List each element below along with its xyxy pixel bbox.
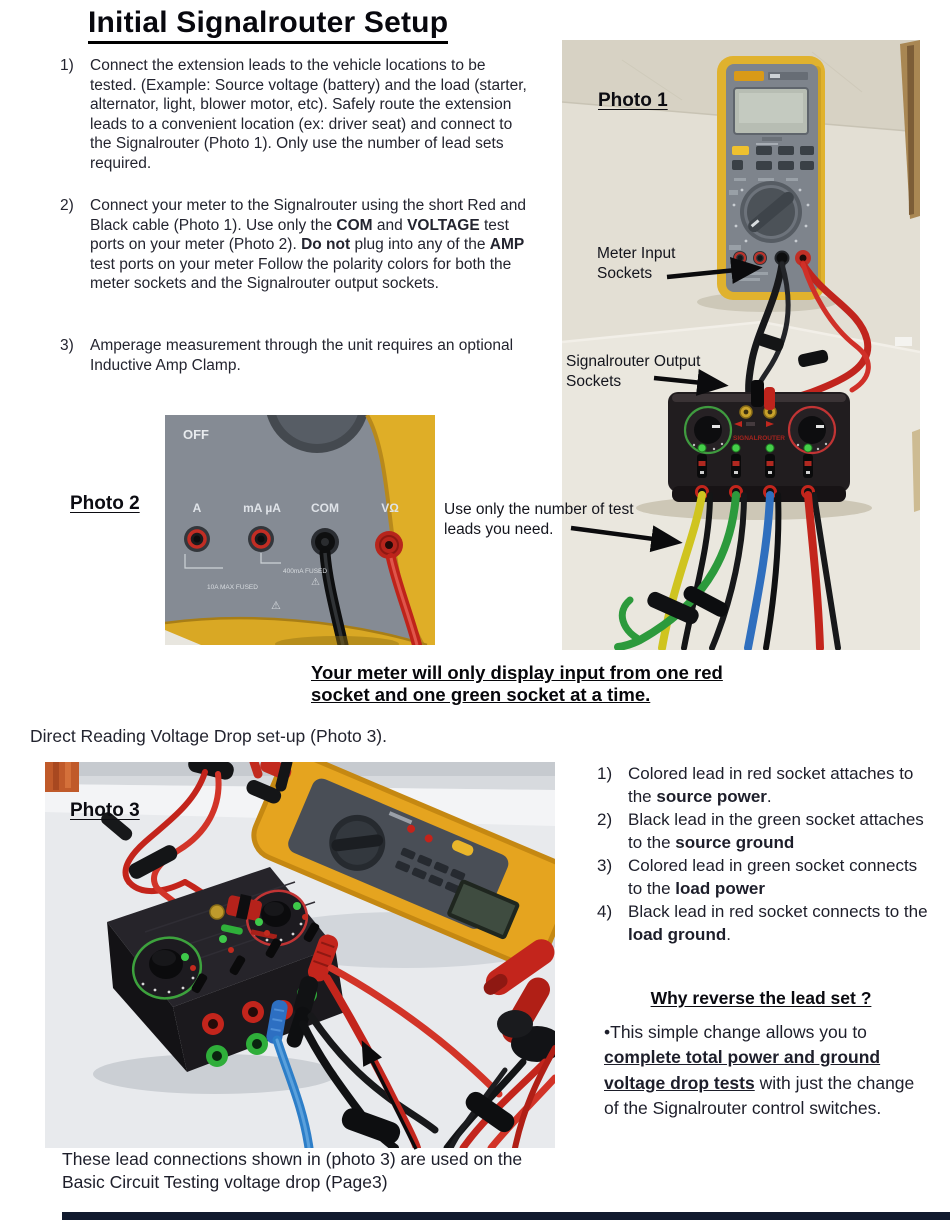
multimeter-illustration	[246, 762, 555, 967]
fuse-10a-text: 10A MAX FUSED	[207, 584, 258, 591]
lead-step-item-4: 4) Black lead in red socket connects to …	[597, 900, 933, 946]
amp-port-label: A	[193, 501, 202, 515]
photo1-caption: Photo 1	[598, 90, 668, 111]
lead-step-item-2: 2) Black lead in the green socket attach…	[597, 808, 933, 854]
signalrouter-output-sockets-label: Signalrouter Output Sockets	[566, 353, 701, 390]
step-text: Connect the extension leads to the vehic…	[90, 57, 527, 172]
multimeter-illustration	[717, 56, 825, 300]
lead-step-number: 3)	[597, 856, 613, 875]
lead-step-number: 1)	[597, 764, 613, 783]
milliamp-port-socket	[248, 526, 274, 552]
voltage-port-label: VΩ	[381, 501, 399, 515]
warning-icon: ⚠	[311, 577, 320, 588]
step-item-1: 1) Connect the extension leads to the ve…	[60, 56, 532, 174]
background-clamp-blur	[45, 762, 79, 792]
lead-step-text: Colored lead in red socket attaches to t…	[628, 764, 914, 806]
lead-step-item-1: 1) Colored lead in red socket attaches t…	[597, 762, 933, 808]
signalrouter-illustration	[107, 867, 345, 1072]
com-port-black-plug	[311, 528, 349, 645]
meter-display-note: Your meter will only display input from …	[311, 662, 723, 705]
warning-icon: ⚠	[271, 599, 281, 612]
page-title: Initial Signalrouter Setup	[88, 6, 449, 44]
photo3-illustration	[45, 762, 555, 1148]
photo2-caption: Photo 2	[70, 493, 140, 514]
led-columns	[181, 902, 320, 994]
bottom-note: These lead connections shown in (photo 3…	[62, 1149, 523, 1192]
lead-step-number: 4)	[597, 902, 613, 921]
amp-port-socket	[184, 526, 210, 552]
photo3-image	[45, 762, 555, 1148]
step-text: Amperage measurement through the unit re…	[90, 337, 514, 374]
direct-reading-heading: Direct Reading Voltage Drop set-up (Phot…	[30, 726, 387, 746]
step-text: Connect your meter to the Signalrouter u…	[90, 197, 526, 293]
photo2-image: OFF A mA µA COM VΩ	[165, 415, 435, 645]
test-leads	[614, 491, 841, 650]
off-position-label: OFF	[183, 427, 209, 442]
test-leads-note: Use only the number of test leads you ne…	[444, 501, 634, 538]
device-brand-text: SIGNALROUTER	[733, 435, 785, 442]
lead-connection-list: 1) Colored lead in red socket attaches t…	[597, 762, 933, 946]
meter-input-sockets-label: Meter Input Sockets	[597, 245, 676, 282]
next-page-edge-bar	[62, 1212, 950, 1220]
step-item-3: 3) Amperage measurement through the unit…	[60, 336, 532, 375]
step-number: 2)	[60, 197, 74, 214]
lead-step-text: Black lead in red socket connects to the…	[628, 902, 928, 944]
photo1-illustration: SIGNALROUTER	[562, 40, 920, 650]
switch-columns	[697, 443, 813, 478]
lead-step-number: 2)	[597, 810, 613, 829]
milliamp-port-label: mA µA	[243, 501, 281, 515]
step-item-2: 2) Connect your meter to the Signalroute…	[60, 196, 532, 294]
lead-step-text: Colored lead in green socket connects to…	[628, 856, 918, 898]
wood-edge	[895, 40, 920, 512]
fuse-400ma-text: 400mA FUSED	[283, 568, 327, 575]
com-port-label: COM	[311, 501, 339, 515]
why-reverse-paragraph: •This simple change allows you to comple…	[604, 1022, 915, 1118]
photo3-caption: Photo 3	[70, 800, 140, 821]
voltage-port-red-plug	[375, 531, 422, 645]
photo1-image: SIGNALROUTER	[562, 40, 920, 650]
alligator-clamps	[443, 939, 555, 1148]
photo2-illustration: OFF A mA µA COM VΩ	[165, 415, 435, 645]
step-number: 3)	[60, 337, 74, 354]
side-sockets	[202, 1001, 268, 1067]
step-number: 1)	[60, 57, 74, 74]
plugged-leads	[266, 934, 339, 1048]
lead-step-text: Black lead in the green socket attaches …	[628, 810, 924, 852]
lead-step-item-3: 3) Colored lead in green socket connects…	[597, 854, 933, 900]
why-reverse-heading: Why reverse the lead set ?	[650, 988, 872, 1008]
